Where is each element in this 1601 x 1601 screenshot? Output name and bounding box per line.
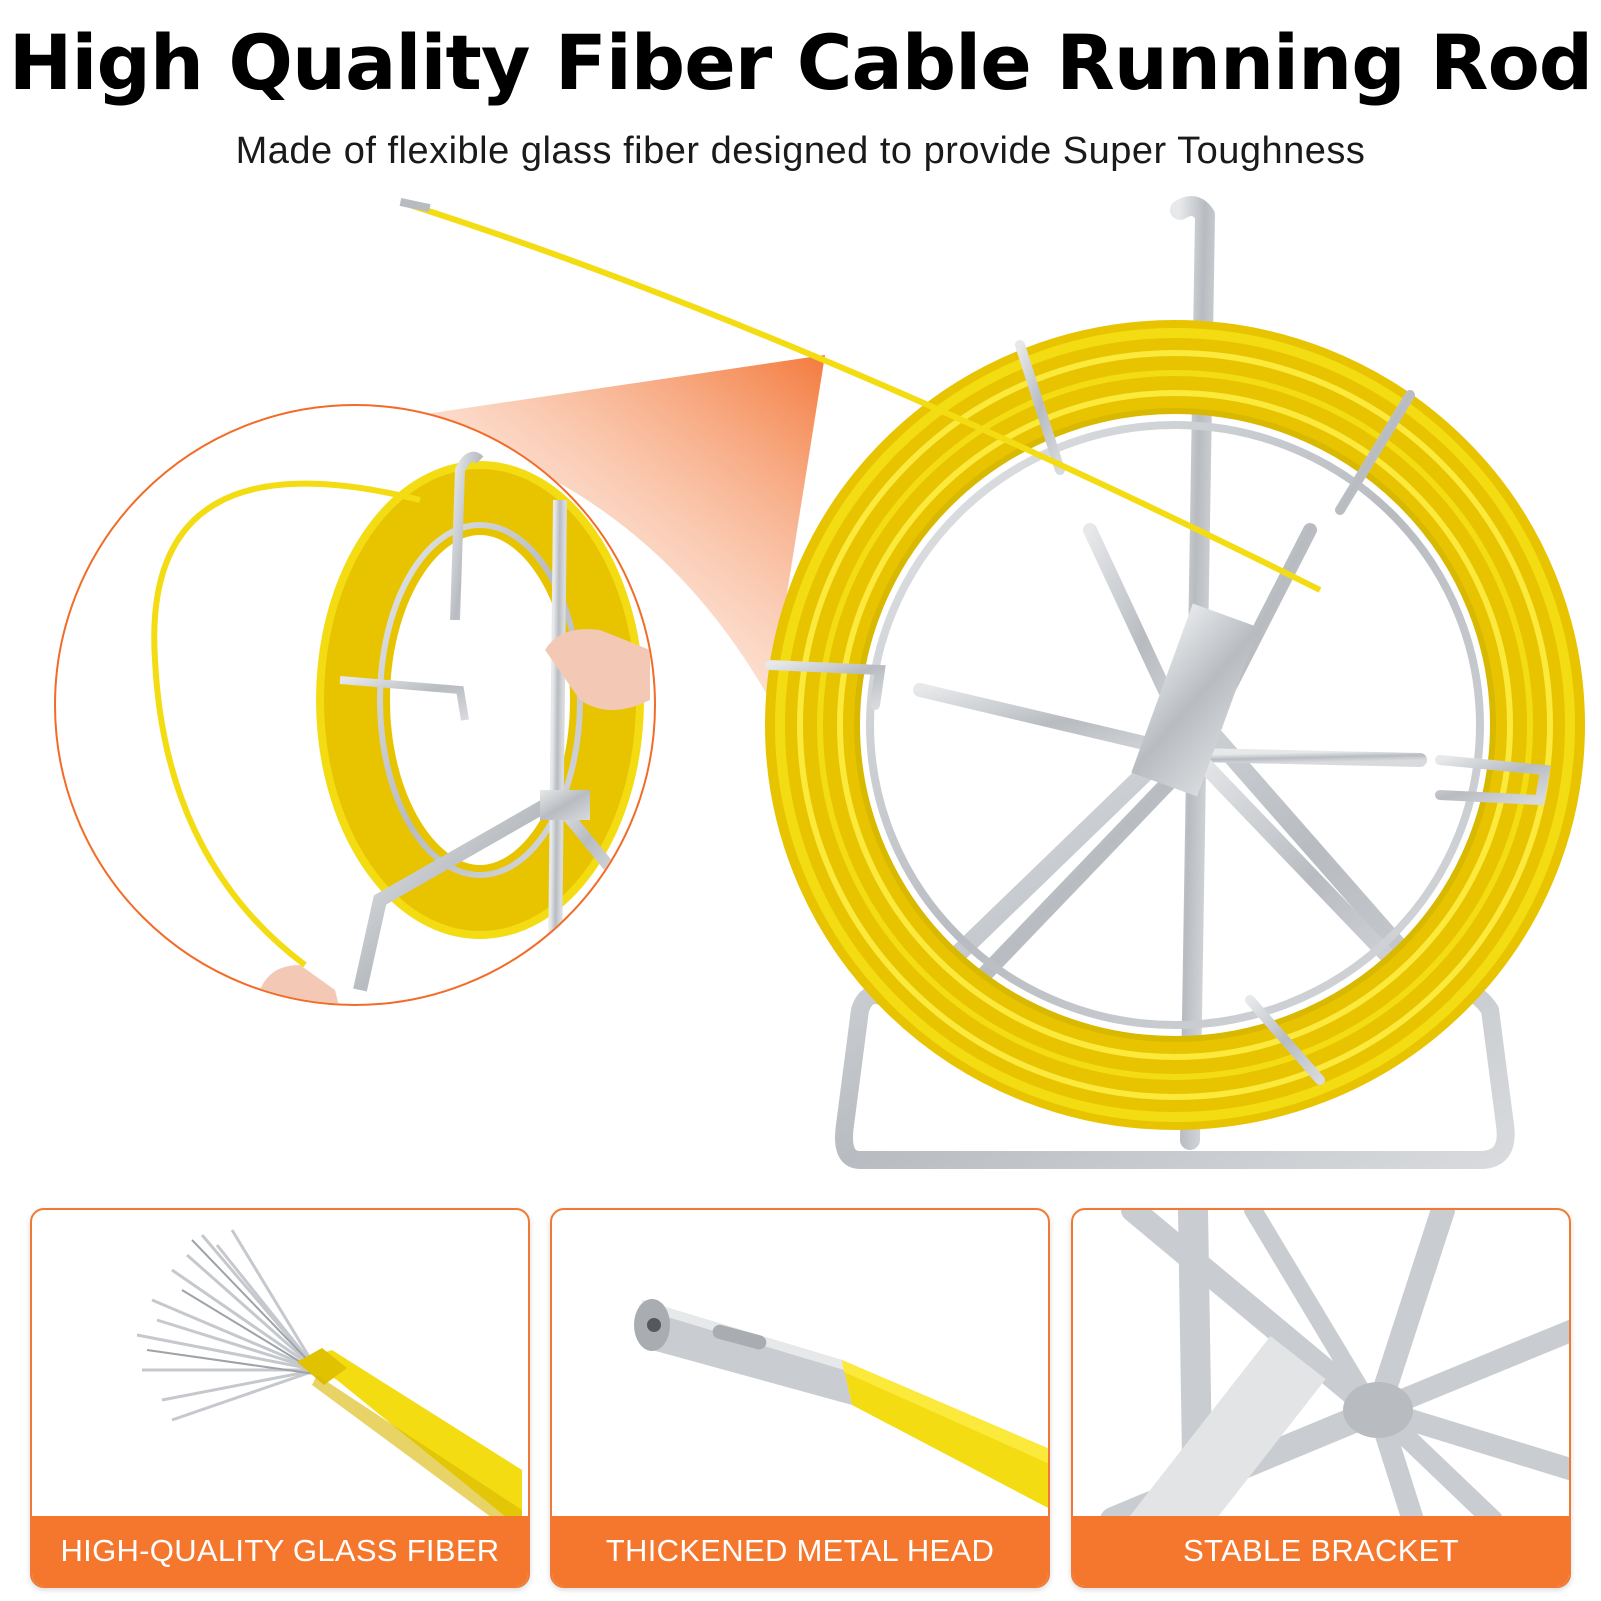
feature-card-glass-fiber: HIGH-QUALITY GLASS FIBER — [30, 1208, 530, 1588]
feature-card-bracket: STABLE BRACKET — [1071, 1208, 1571, 1588]
page-subtitle: Made of flexible glass fiber designed to… — [235, 130, 1366, 172]
feature-label-glass-fiber: HIGH-QUALITY GLASS FIBER — [32, 1516, 528, 1586]
metal-head-icon — [634, 1299, 1048, 1508]
page-title: High Quality Fiber Cable Running Rod — [8, 18, 1593, 107]
feature-card-metal-head: THICKENED METAL HEAD — [550, 1208, 1050, 1588]
reel-clips — [765, 340, 1551, 1085]
glass-fiber-strands-icon — [136, 1229, 522, 1520]
reel-hub-plate — [1131, 603, 1259, 797]
hand-top — [545, 629, 650, 710]
feature-label-bracket: STABLE BRACKET — [1073, 1516, 1569, 1586]
feature-label-metal-head: THICKENED METAL HEAD — [552, 1516, 1048, 1586]
fiber-rod-coil — [765, 320, 1585, 1130]
fiber-rod-end — [409, 202, 1322, 593]
zoom-detail-circle — [54, 404, 656, 1006]
rod-tip — [399, 198, 431, 213]
bracket-joint-icon — [1100, 1210, 1569, 1520]
product-hero-image — [54, 196, 1585, 1169]
